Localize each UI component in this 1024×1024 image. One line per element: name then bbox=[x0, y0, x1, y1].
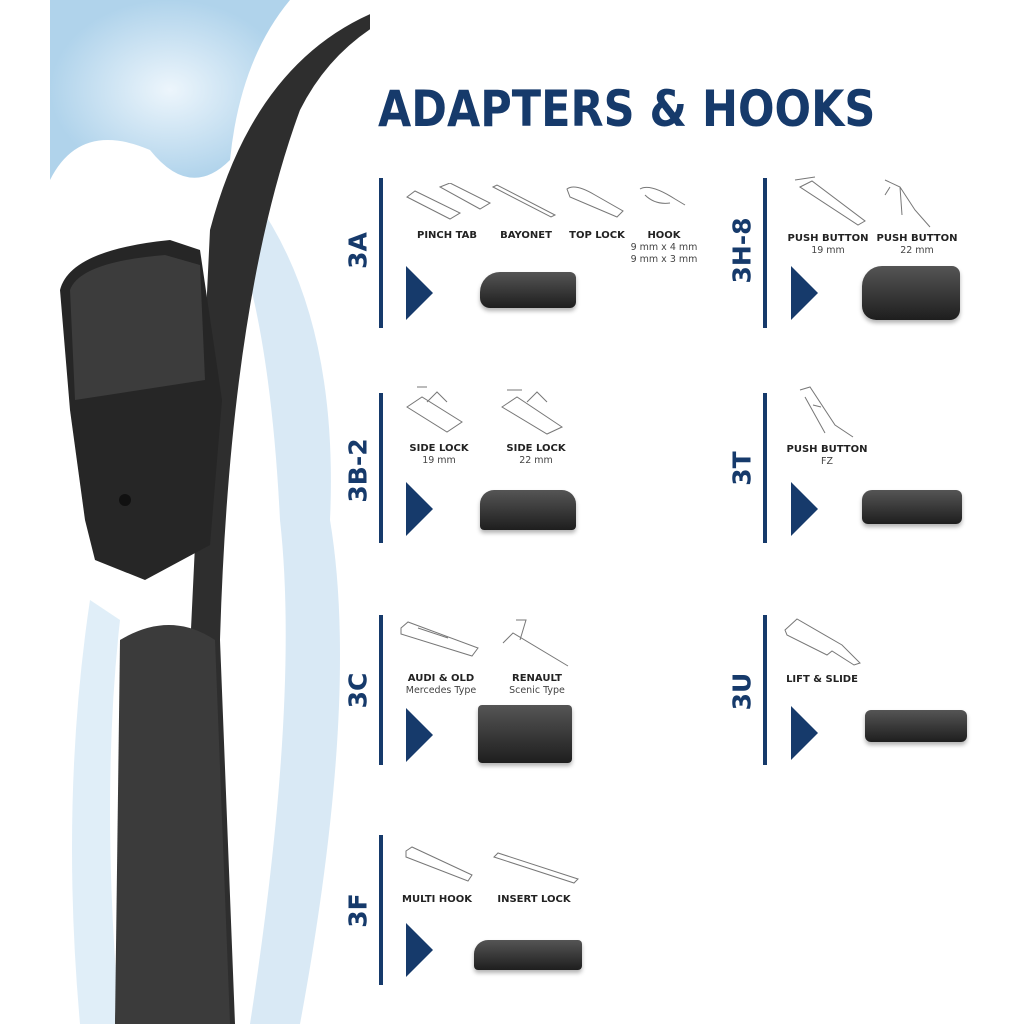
section-divider bbox=[379, 615, 383, 765]
option-multi-hook: MULTI HOOK bbox=[402, 894, 472, 905]
option-pinch-tab: PINCH TAB bbox=[416, 230, 477, 241]
3t-adapter-sketch bbox=[799, 386, 854, 438]
section-code-3h-8: 3H-8 bbox=[727, 217, 757, 284]
section-code-3c: 3C bbox=[343, 672, 373, 709]
arrow-icon bbox=[406, 708, 433, 762]
3f-adapter-product bbox=[474, 940, 582, 970]
section-divider bbox=[763, 393, 767, 543]
arrow-icon bbox=[406, 266, 433, 320]
3f-adapter-sketches bbox=[405, 846, 579, 884]
arrow-icon bbox=[791, 706, 818, 760]
section-code-3a: 3A bbox=[343, 232, 373, 269]
3h-8-adapter-sketches bbox=[794, 176, 931, 228]
option-lift-slide: LIFT & SLIDE bbox=[786, 674, 858, 685]
3b-2-adapter-sketches bbox=[406, 386, 564, 435]
section-code-3b-2: 3B-2 bbox=[343, 438, 373, 503]
page-title: ADAPTERS & HOOKS bbox=[378, 80, 876, 138]
3c-adapter-product bbox=[478, 705, 572, 763]
section-code-3t: 3T bbox=[727, 451, 757, 486]
section-divider bbox=[379, 835, 383, 985]
3t-adapter-product bbox=[862, 490, 962, 524]
3b-2-adapter-product bbox=[480, 490, 576, 530]
section-code-3u: 3U bbox=[727, 672, 757, 711]
option-insert-lock: INSERT LOCK bbox=[497, 894, 571, 905]
3a-adapter-product bbox=[480, 272, 576, 308]
3a-adapter-sketches bbox=[406, 183, 686, 220]
section-divider bbox=[763, 178, 767, 328]
arrow-icon bbox=[406, 923, 433, 977]
section-divider bbox=[763, 615, 767, 765]
arrow-icon bbox=[406, 482, 433, 536]
section-divider bbox=[379, 178, 383, 328]
option-top-lock: TOP LOCK bbox=[569, 230, 625, 241]
arrow-icon bbox=[791, 482, 818, 536]
3u-adapter-sketch bbox=[784, 618, 861, 666]
section-code-3f: 3F bbox=[343, 893, 373, 928]
wiper-blade-image bbox=[50, 0, 370, 1024]
3h-8-adapter-product bbox=[862, 266, 960, 320]
section-divider bbox=[379, 393, 383, 543]
3u-adapter-product bbox=[865, 710, 967, 742]
option-bayonet: BAYONET bbox=[500, 230, 552, 241]
3c-adapter-sketches bbox=[400, 619, 569, 667]
arrow-icon bbox=[791, 266, 818, 320]
